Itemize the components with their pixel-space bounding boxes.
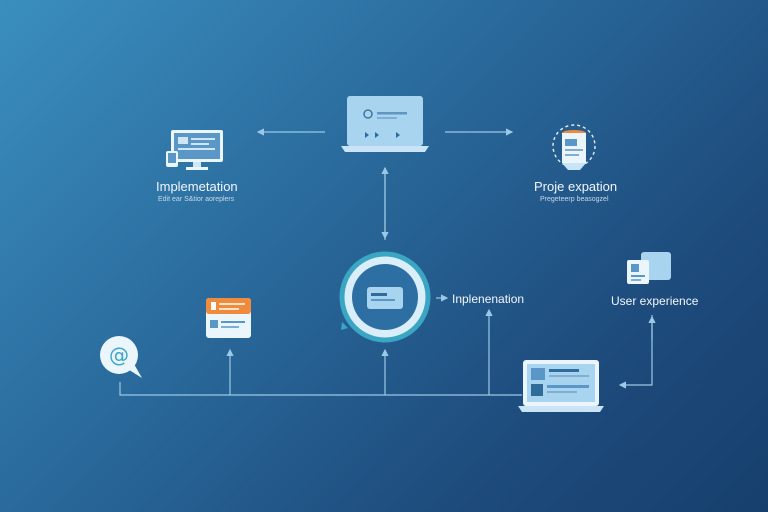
folder-doc-icon <box>627 252 673 286</box>
right-top-subtitle: Pregeteerp beasogzel <box>540 196 609 203</box>
right-mid-label: User experience <box>611 294 699 308</box>
at-chat-icon: @ <box>98 334 146 380</box>
laptop-icon <box>341 96 429 154</box>
circle-card-icon <box>338 250 434 346</box>
svg-text:@: @ <box>109 343 129 367</box>
right-connector <box>618 315 653 389</box>
center-label: Inplenenation <box>452 292 525 306</box>
orange-card-icon <box>205 297 253 339</box>
laptop-dashboard-icon <box>518 360 604 414</box>
left-top-title: Implemetation <box>156 179 238 194</box>
bottom-bus <box>119 382 522 396</box>
monitor-icon <box>166 129 226 173</box>
left-top-subtitle: Edit ear S&tior aoreplers <box>158 196 235 203</box>
right-top-title: Proje expation <box>534 179 618 194</box>
document-stack-icon <box>550 124 600 172</box>
